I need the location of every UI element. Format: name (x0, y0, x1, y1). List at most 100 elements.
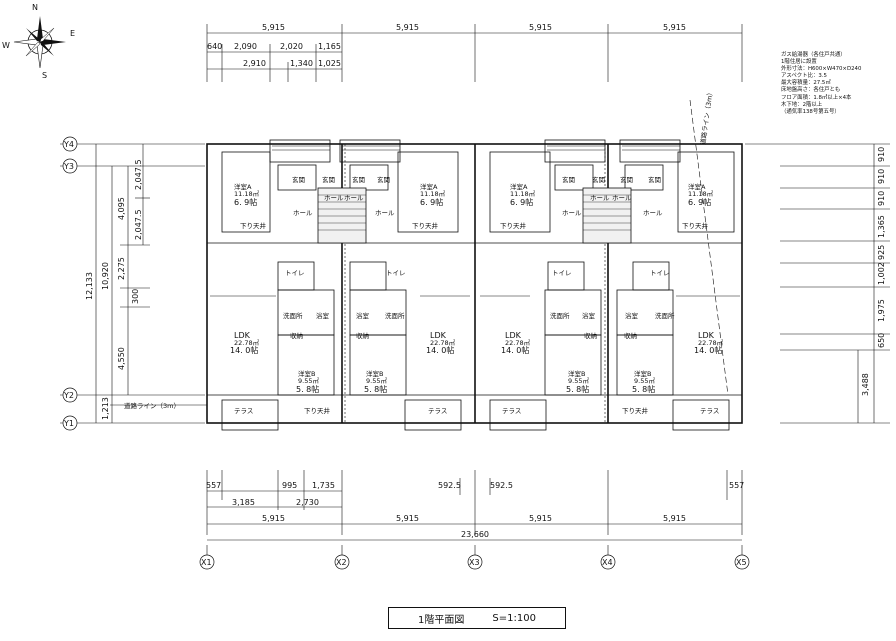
room-terrace-4: テラス (700, 407, 719, 415)
room-jo-ldk-1: 14. 0帖 (230, 345, 258, 355)
room-jo-b-4: 5. 8帖 (632, 384, 655, 394)
bottom-dim-r1-1: 557 (206, 481, 221, 490)
room-genkan-5: 玄関 (562, 175, 575, 184)
room-hall-8: ホール (643, 209, 663, 217)
room-jo-a-3: 6. 9帖 (510, 197, 533, 207)
room-bathroom-2: 浴室 (356, 311, 370, 320)
room-jo-b-2: 5. 8帖 (364, 384, 387, 394)
bottom-dim-r2-1: 3,185 (232, 498, 255, 507)
room-label-ldk-3: LDK (505, 331, 522, 340)
top-dim-4: 5,915 (663, 23, 686, 32)
room-area-ldk-2: 22.78㎡ (430, 338, 456, 347)
room-washroom-4: 洗面所 (655, 311, 675, 320)
room-jo-b-3: 5. 8帖 (566, 384, 589, 394)
room-genkan-1: 玄関 (292, 175, 305, 184)
room-storage-2: 収納 (356, 331, 369, 340)
room-label-youshitsu-a-2: 洋室A (420, 182, 438, 191)
room-washroom-1: 洗面所 (283, 311, 303, 320)
grid-x4: X4 (602, 558, 613, 567)
grid-y4: Y4 (63, 140, 74, 149)
compass-rose-icon: N S E W (2, 3, 75, 80)
bottom-dim-r1-3: 1,735 (312, 481, 335, 490)
top-dim-3: 5,915 (529, 23, 552, 32)
room-ceiling-6: 下り天井 (622, 406, 649, 415)
note-line: フロア面積：1.8㎡以上×4本 (781, 94, 852, 101)
room-terrace-3: テラス (502, 407, 521, 415)
note-line: 1階住居に設置 (781, 59, 817, 66)
grid-y3: Y3 (63, 162, 74, 171)
room-label-youshitsu-a-4: 洋室A (688, 182, 706, 191)
room-area-a-2: 11.18㎡ (420, 189, 446, 198)
bottom-dim-r1-5: 592.5 (490, 481, 513, 490)
room-jo-ldk-4: 14. 0帖 (694, 345, 722, 355)
room-ceiling-3: 下り天井 (500, 221, 527, 230)
interior-walls (221, 139, 735, 431)
room-toilet-3: トイレ (552, 269, 572, 277)
bottom-dimensions (206, 470, 743, 556)
room-ceiling-5: 下り天井 (304, 406, 331, 415)
room-washroom-3: 洗面所 (550, 311, 570, 320)
top-dim-r3-1: 2,910 (243, 59, 266, 68)
left-dim-inner-2: 2,275 (117, 257, 126, 280)
stair-treads (318, 194, 631, 231)
right-dim-2: 910 (877, 169, 886, 184)
right-dim-1: 910 (877, 147, 886, 162)
bottom-dim-r1-2: 995 (282, 481, 297, 490)
room-jo-a-4: 6. 9帖 (688, 197, 711, 207)
room-jo-a-1: 6. 9帖 (234, 197, 257, 207)
note-line: アスペクト比：3.5 (781, 73, 827, 80)
room-genkan-6: 玄関 (592, 175, 605, 184)
room-hall-2: ホール (324, 194, 344, 202)
room-label-youshitsu-a-1: 洋室A (234, 182, 252, 191)
top-dim-r3-3: 1,025 (318, 59, 341, 68)
bottom-dim-r1-4: 592.5 (438, 481, 461, 490)
bottom-dim-r1-6: 557 (729, 481, 744, 490)
room-area-a-1: 11.18㎡ (234, 189, 260, 198)
room-genkan-4: 玄関 (377, 175, 390, 184)
bottom-dim-total: 23,660 (461, 530, 489, 539)
top-dim-r2-2: 2,090 (234, 42, 257, 51)
bottom-dim-r3-1: 5,915 (262, 514, 285, 523)
room-genkan-8: 玄関 (648, 175, 661, 184)
room-label-youshitsu-a-3: 洋室A (510, 182, 528, 191)
note-line: （通気率138号第五号） (781, 108, 840, 115)
right-dim-7: 1,975 (877, 299, 886, 322)
drawing-title-block: 1階平面図 S=1:100 (388, 607, 566, 629)
compass-w-label: W (2, 41, 10, 50)
room-washroom-2: 洗面所 (385, 311, 405, 320)
room-area-ldk-3: 22.78㎡ (505, 338, 531, 347)
room-jo-b-1: 5. 8帖 (296, 384, 319, 394)
grid-y1: Y1 (63, 419, 74, 428)
right-dim-3: 910 (877, 191, 886, 206)
room-hall-3: ホール (344, 194, 364, 202)
room-hall-1: ホール (293, 209, 313, 217)
note-line: 外形寸法：H600×W470×D240 (781, 66, 862, 73)
left-dim-innermost-2: 2,047.5 (134, 209, 143, 240)
top-dim-r3-2: 1,340 (290, 59, 313, 68)
top-dim-1: 5,915 (262, 23, 285, 32)
setback-line (689, 99, 729, 396)
top-dim-2: 5,915 (396, 23, 419, 32)
grid-x-markers (199, 554, 750, 570)
top-dim-r2-3: 2,020 (280, 42, 303, 51)
room-area-b-1: 9.55㎡ (298, 376, 319, 385)
compass-n-label: N (32, 3, 38, 12)
room-label-youshitsu-b-1: 洋室B (298, 369, 315, 378)
room-label-youshitsu-b-2: 洋室B (366, 369, 383, 378)
right-dim-8: 650 (877, 333, 886, 348)
note-line: ガス給湯器（各住戸共通） (781, 52, 846, 58)
room-jo-ldk-2: 14. 0帖 (426, 345, 454, 355)
right-dimensions (745, 143, 890, 424)
grid-x1: X1 (201, 558, 212, 567)
left-dim-mid-1: 10,920 (101, 262, 110, 290)
room-toilet-2: トイレ (386, 269, 406, 277)
bottom-dim-r2-2: 2,730 (296, 498, 319, 507)
top-dimensions (206, 24, 743, 82)
room-area-a-4: 11.18㎡ (688, 189, 714, 198)
note-line: 木下地：2階以上 (781, 101, 823, 108)
room-area-ldk-1: 22.78㎡ (234, 338, 260, 347)
setback-label-diagonal: 道路ライン（3m） (698, 89, 715, 146)
top-dim-r2-1: 640 (207, 42, 222, 51)
room-bathroom-4: 浴室 (625, 311, 639, 320)
